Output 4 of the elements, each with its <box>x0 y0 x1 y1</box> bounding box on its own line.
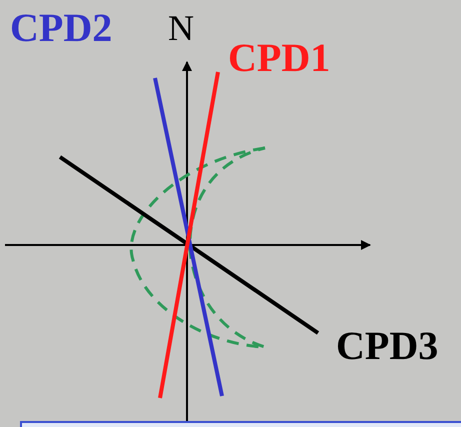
line-label: CPD3 <box>336 326 438 366</box>
line-label: CPD2 <box>10 8 112 48</box>
line-label: CPD1 <box>228 38 330 78</box>
axis-label: N <box>168 10 194 46</box>
